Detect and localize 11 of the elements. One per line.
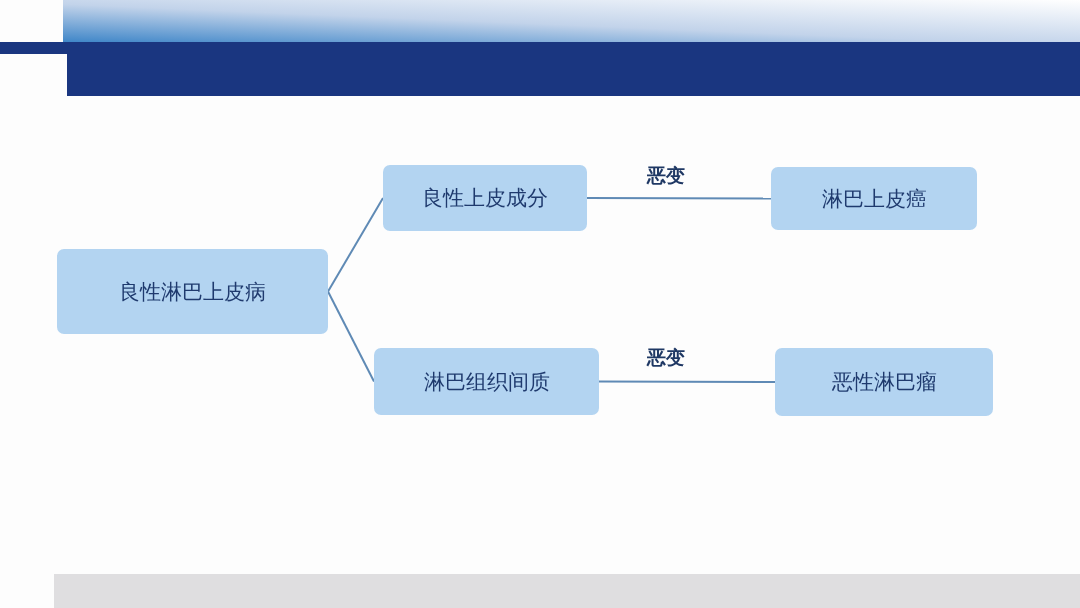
connector-line <box>327 290 375 383</box>
rounded-box: 良性上皮成分 <box>383 165 587 231</box>
rounded-box: 淋巴组织间质 <box>374 348 599 415</box>
rounded-box: 恶性淋巴瘤 <box>775 348 993 416</box>
connector-line <box>586 197 772 200</box>
rounded-box: 良性淋巴上皮病 <box>57 249 328 334</box>
edge-label: 恶变 <box>647 163 685 187</box>
rounded-box: 淋巴上皮癌 <box>771 167 977 230</box>
edge-label: 恶变 <box>647 345 685 369</box>
connector-line <box>327 197 384 293</box>
connector-line <box>598 380 776 383</box>
